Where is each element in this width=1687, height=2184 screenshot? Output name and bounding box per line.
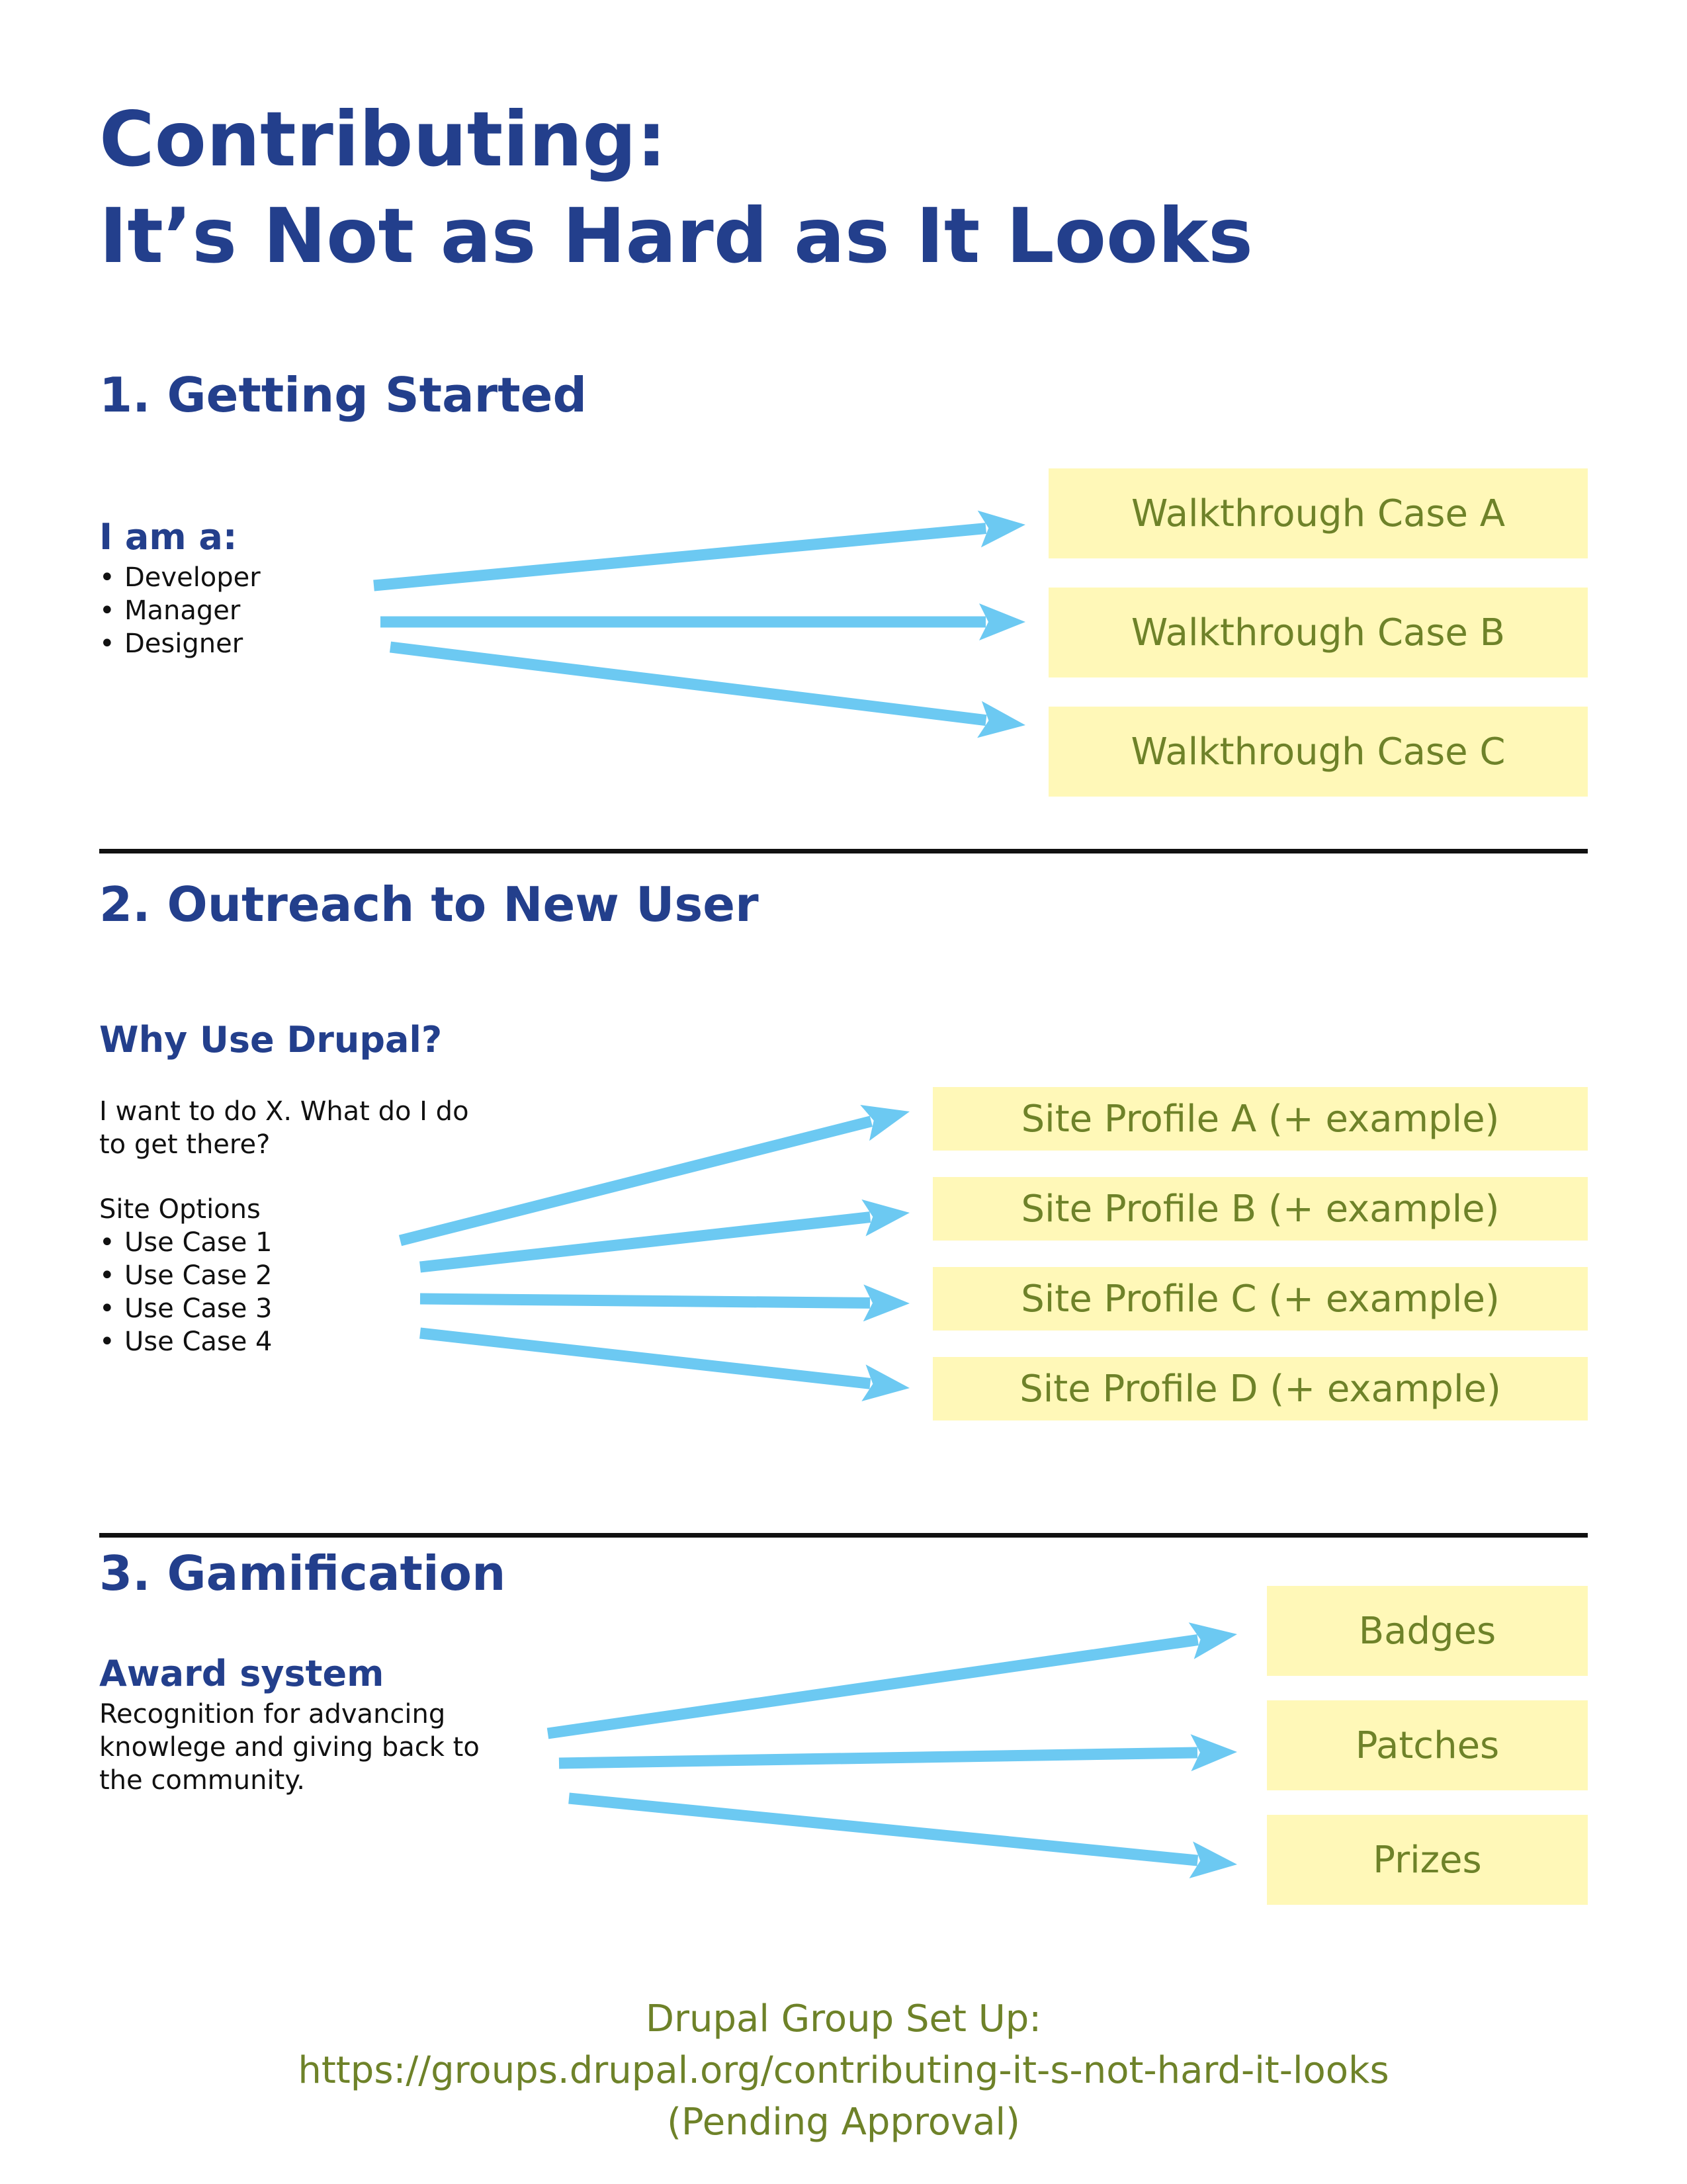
outreach-question: I want to do X. What do I do to get ther… bbox=[99, 1095, 469, 1161]
section-3-subheading: Award system bbox=[99, 1653, 384, 1694]
walkthrough-case-c-box[interactable]: Walkthrough Case C bbox=[1049, 707, 1588, 797]
footer: Drupal Group Set Up: https://groups.drup… bbox=[0, 1993, 1687, 2148]
arrow bbox=[398, 1105, 910, 1246]
description-line: the community. bbox=[99, 1765, 305, 1796]
arrow-head bbox=[861, 1199, 910, 1237]
question-line: to get there? bbox=[99, 1129, 271, 1160]
arrow bbox=[419, 1284, 910, 1322]
list-item: Developer bbox=[99, 561, 261, 594]
walkthrough-case-a-box[interactable]: Walkthrough Case A bbox=[1049, 468, 1588, 558]
section-divider bbox=[99, 1533, 1588, 1538]
arrow-head bbox=[977, 510, 1025, 548]
arrow bbox=[546, 1622, 1237, 1739]
arrow-head bbox=[860, 1105, 910, 1141]
footer-status: (Pending Approval) bbox=[667, 2101, 1020, 2144]
arrow-head bbox=[1189, 1841, 1237, 1878]
group-link[interactable]: https://groups.drupal.org/contributing-i… bbox=[298, 2049, 1389, 2092]
patches-box[interactable]: Patches bbox=[1267, 1700, 1588, 1790]
arrow-head bbox=[977, 701, 1025, 738]
section-3-heading: 3. Gamification bbox=[99, 1546, 506, 1601]
arrow bbox=[419, 1327, 910, 1402]
list-item: Designer bbox=[99, 627, 261, 660]
site-profile-b-box[interactable]: Site Profile B (+ example) bbox=[933, 1177, 1588, 1241]
section-divider bbox=[99, 849, 1588, 853]
list-item: Use Case 3 bbox=[99, 1292, 273, 1325]
footer-heading: Drupal Group Set Up: bbox=[645, 1997, 1042, 2040]
arrow bbox=[389, 641, 1025, 738]
description-line: knowlege and giving back to bbox=[99, 1732, 480, 1763]
arrow bbox=[558, 1734, 1237, 1772]
award-description: Recognition for advancing knowlege and g… bbox=[99, 1698, 480, 1797]
site-profile-a-box[interactable]: Site Profile A (+ example) bbox=[933, 1087, 1588, 1151]
section-1-subheading: I am a: bbox=[99, 516, 238, 558]
arrow-shaft bbox=[398, 1115, 873, 1246]
section-2-subheading: Why Use Drupal? bbox=[99, 1019, 443, 1061]
section-1-heading: 1. Getting Started bbox=[99, 367, 587, 423]
arrow-shaft bbox=[546, 1634, 1199, 1739]
question-line: I want to do X. What do I do bbox=[99, 1096, 469, 1127]
title-line-2: It’s Not as Hard as It Looks bbox=[99, 192, 1254, 280]
arrow-head bbox=[861, 1364, 910, 1402]
arrow-head bbox=[1188, 1622, 1237, 1659]
role-list: Developer Manager Designer bbox=[99, 561, 261, 660]
list-item: Use Case 2 bbox=[99, 1259, 273, 1292]
arrow bbox=[380, 603, 1025, 640]
list-item: Use Case 1 bbox=[99, 1226, 273, 1259]
arrow-shaft bbox=[419, 1327, 871, 1389]
arrow-shaft bbox=[568, 1792, 1199, 1866]
arrow-head bbox=[1190, 1734, 1237, 1772]
page-title: Contributing: It’s Not as Hard as It Loo… bbox=[99, 91, 1253, 284]
site-profile-c-box[interactable]: Site Profile C (+ example) bbox=[933, 1267, 1588, 1331]
arrow-head bbox=[863, 1284, 910, 1322]
arrow-shaft bbox=[558, 1747, 1198, 1769]
prizes-box[interactable]: Prizes bbox=[1267, 1815, 1588, 1905]
arrow bbox=[568, 1792, 1237, 1878]
title-line-1: Contributing: bbox=[99, 95, 667, 183]
walkthrough-case-b-box[interactable]: Walkthrough Case B bbox=[1049, 588, 1588, 677]
arrow-shaft bbox=[419, 1211, 871, 1273]
list-item: Manager bbox=[99, 594, 261, 627]
site-profile-d-box[interactable]: Site Profile D (+ example) bbox=[933, 1357, 1588, 1420]
section-2-heading: 2. Outreach to New User bbox=[99, 877, 759, 932]
list-item: Use Case 4 bbox=[99, 1325, 273, 1358]
badges-box[interactable]: Badges bbox=[1267, 1586, 1588, 1676]
arrow-shaft bbox=[419, 1293, 871, 1309]
arrow bbox=[419, 1199, 910, 1273]
site-options-label: Site Options bbox=[99, 1194, 261, 1225]
use-case-list: Use Case 1 Use Case 2 Use Case 3 Use Cas… bbox=[99, 1226, 273, 1358]
arrow-head bbox=[979, 603, 1025, 640]
arrow-shaft bbox=[389, 641, 987, 726]
arrow bbox=[373, 510, 1025, 591]
arrow-shaft bbox=[373, 523, 987, 591]
description-line: Recognition for advancing bbox=[99, 1699, 446, 1729]
